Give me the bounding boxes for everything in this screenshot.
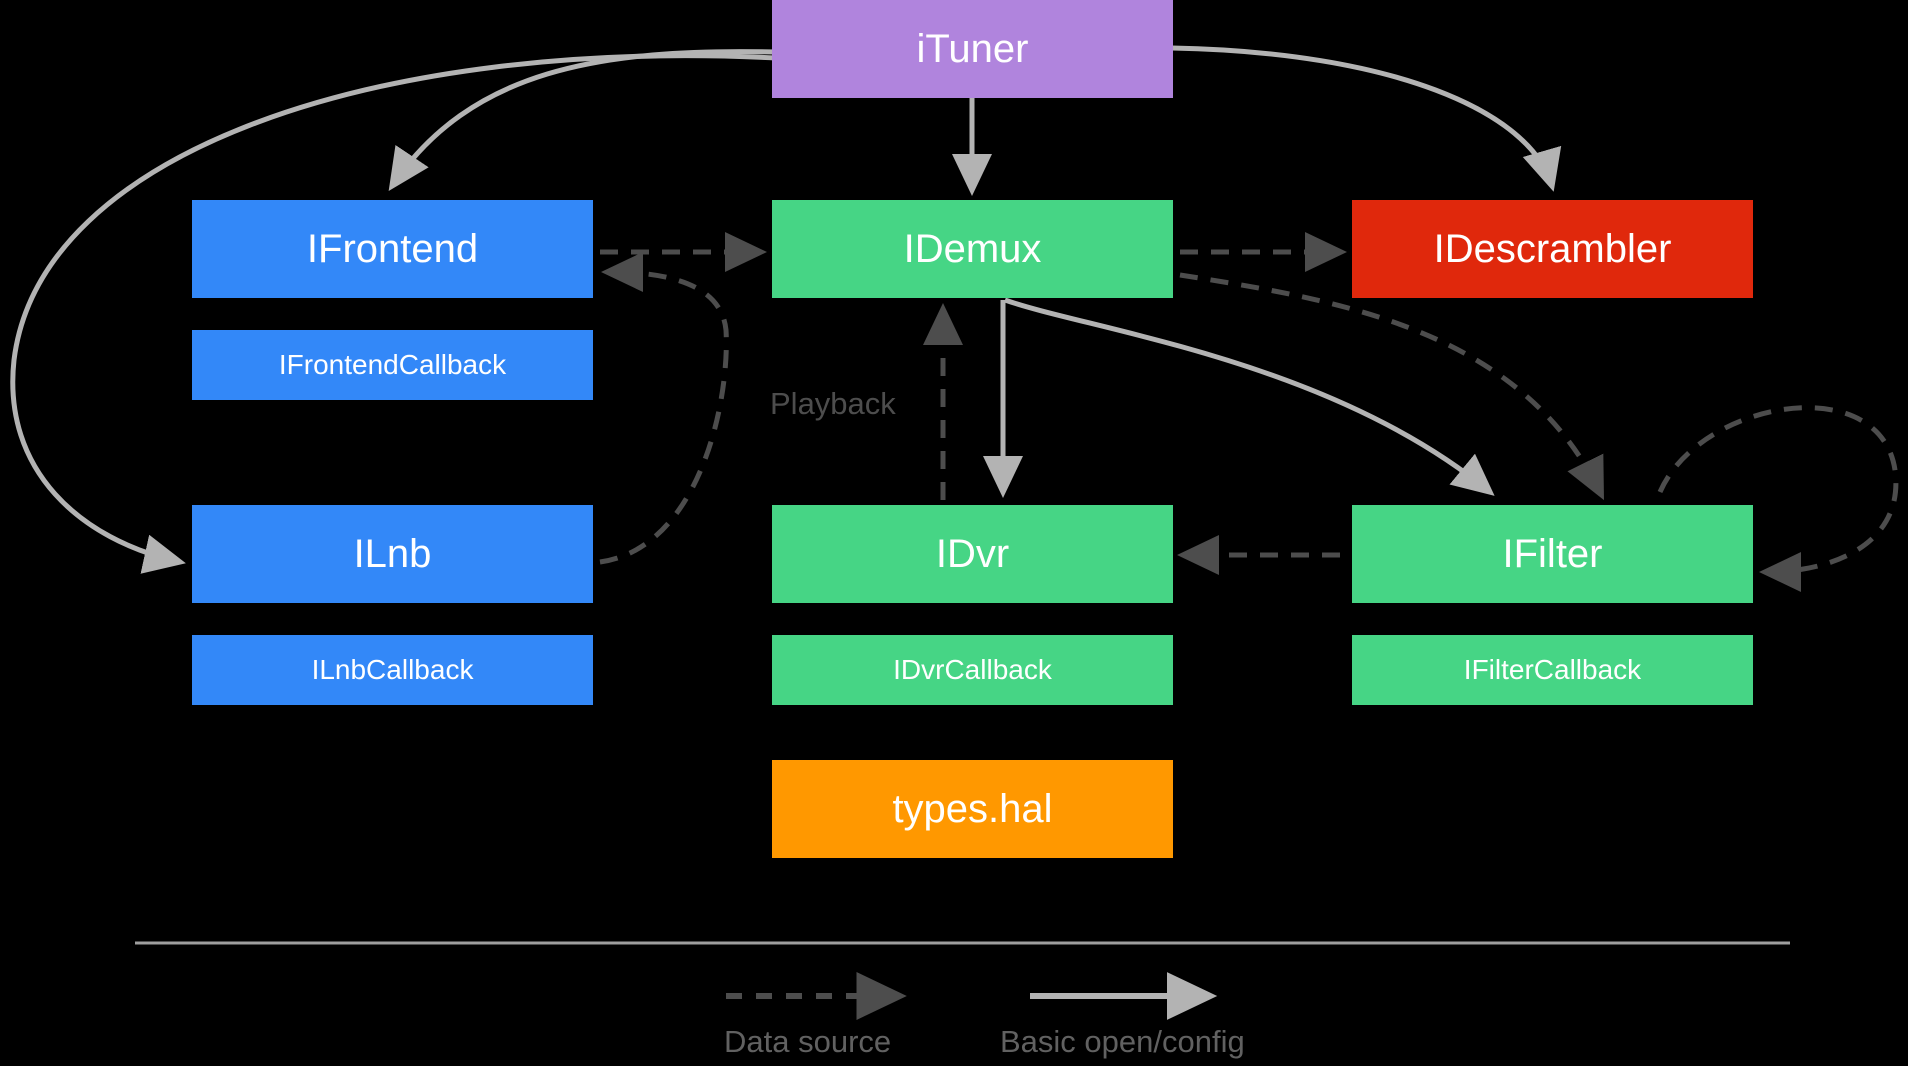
node-ifilter[interactable]: IFilter: [1352, 505, 1753, 603]
node-idvrcallback-label: IDvrCallback: [893, 654, 1052, 685]
node-ifrontendcallback[interactable]: IFrontendCallback: [192, 330, 593, 400]
node-ilnbcallback-label: ILnbCallback: [311, 654, 474, 685]
node-ifrontend-label: IFrontend: [306, 227, 479, 271]
legend-label-basic-open-config: Basic open/config: [1000, 1024, 1245, 1059]
node-ilnb[interactable]: ILnb: [192, 505, 593, 603]
node-idemux-label: IDemux: [903, 227, 1042, 271]
node-types-hal[interactable]: types.hal: [772, 760, 1173, 858]
node-ituner-label: iTuner: [916, 27, 1029, 71]
node-ifrontendcallback-label: IFrontendCallback: [278, 349, 507, 380]
edge-ilnb-to-ifrontend: [599, 252, 729, 565]
edge-idemux-to-ifilter: [1004, 297, 1495, 496]
node-ifiltercallback-label: IFilterCallback: [1463, 654, 1642, 685]
edge-ituner-to-idescrambler: [1171, 45, 1562, 192]
node-idescrambler[interactable]: IDescrambler: [1352, 200, 1753, 298]
node-ifilter-label: IFilter: [1502, 532, 1603, 576]
edge-ituner-to-ifrontend: [388, 49, 777, 191]
node-ilnbcallback[interactable]: ILnbCallback: [192, 635, 593, 705]
node-idvrcallback[interactable]: IDvrCallback: [772, 635, 1173, 705]
edge-ituner-to-ilnb: [10, 53, 777, 574]
node-ifiltercallback[interactable]: IFilterCallback: [1352, 635, 1753, 705]
node-idvr[interactable]: IDvr: [772, 505, 1173, 603]
node-ifrontend[interactable]: IFrontend: [192, 200, 593, 298]
node-idvr-label: IDvr: [935, 532, 1010, 576]
node-idescrambler-label: IDescrambler: [1433, 227, 1672, 271]
edge-idemux-to-ifilter-data: [1179, 272, 1604, 501]
node-ituner[interactable]: iTuner: [772, 0, 1173, 98]
legend-label-data-source: Data source: [724, 1024, 892, 1059]
edge-label-playback: Playback: [770, 386, 896, 421]
node-idemux[interactable]: IDemux: [772, 200, 1173, 298]
node-types-hal-label: types.hal: [892, 787, 1053, 831]
node-ilnb-label: ILnb: [353, 532, 432, 576]
